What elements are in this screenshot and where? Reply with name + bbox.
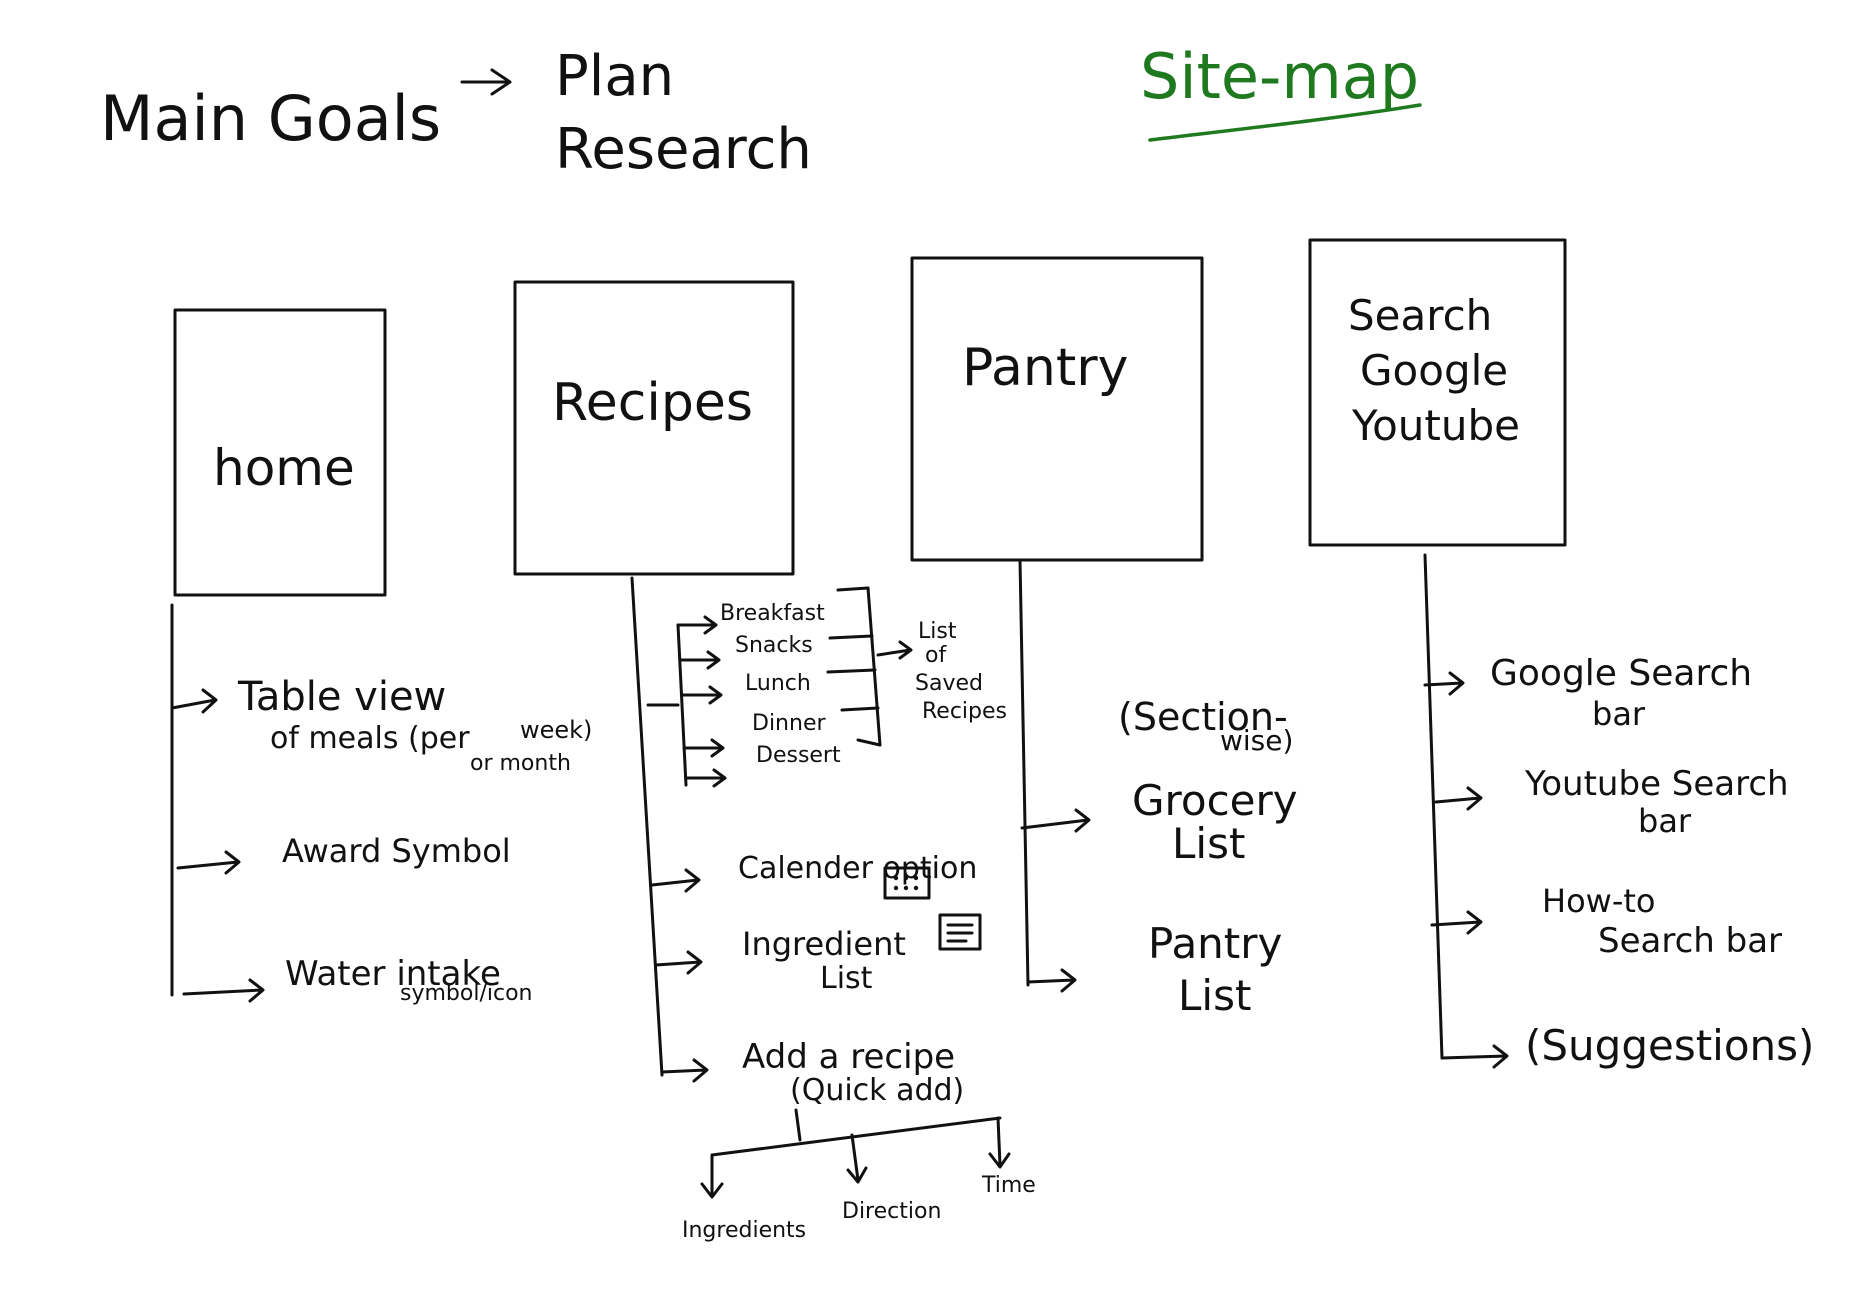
meals-to-saved-arrow [876,640,913,660]
home-arrow-table [170,688,218,714]
search-title-line2: Google [1360,346,1508,395]
search-arrow-youtube [1434,786,1483,811]
pantry-list-line2: List [1178,971,1251,1020]
pantry-grocery-line2: List [1172,819,1245,868]
pantry-grocery-line1: Grocery [1132,776,1298,825]
recipes-add-line1: Add a recipe [742,1037,955,1077]
search-title-line1: Search [1348,291,1492,340]
meal-tick-lunch [680,668,877,705]
recipes-trunk [630,576,664,1077]
search-arrow-howto [1430,910,1483,935]
meal-tick-breakfast [676,586,870,635]
saved-recipes-line2: of [925,643,947,668]
home-arrow-water [182,978,265,1003]
home-title: home [213,439,355,497]
add-child-ingredients: Ingredients [682,1218,806,1243]
home-table-view-line3: week) [520,716,592,744]
home-box [173,308,387,597]
add-children-connector [700,1108,1011,1199]
search-youtube-line1: Youtube Search [1524,764,1789,804]
home-award: Award Symbol [282,832,511,870]
meal-breakfast: Breakfast [720,601,825,626]
search-howto-line1: How-to [1542,882,1655,920]
pantry-list-line1: Pantry [1148,919,1282,968]
meal-dessert: Dessert [756,743,841,768]
saved-recipes-line3: Saved [915,671,983,696]
search-google-line2: bar [1592,695,1646,733]
pantry-trunk [1018,558,1030,987]
search-trunk [1423,553,1444,1060]
pantry-section-line1: (Section- [1118,695,1288,739]
search-box [1308,238,1567,547]
pantry-box [910,256,1204,562]
meal-tick-dessert [684,738,882,788]
search-youtube-line2: bar [1638,802,1692,840]
home-table-view-line1: Table view [237,674,446,720]
pantry-arrow-grocery [1020,808,1091,833]
recipes-box [513,280,795,576]
calendar-icon [883,866,931,900]
pantry-title: Pantry [962,338,1128,398]
pantry-section-line2: wise) [1220,724,1293,757]
recipes-arrow-calendar [650,868,701,893]
recipes-arrow-ingredient [654,950,703,975]
site-map-title: Site-map [1140,40,1419,113]
goal-research: Research [555,117,812,182]
add-child-direction: Direction [842,1199,941,1224]
add-child-time: Time [981,1173,1036,1198]
recipes-arrow-add [660,1058,709,1083]
search-arrow-google [1423,671,1465,696]
goals-arrow [460,68,512,96]
main-goals-label: Main Goals [100,82,441,155]
meal-tick-snacks [678,634,874,670]
recipes-ingredient-line1: Ingredient [742,925,906,963]
saved-recipes-line1: List [918,619,957,644]
search-arrow-suggestions [1440,1044,1509,1069]
home-table-view-line2: of meals (per [270,721,470,756]
goal-plan: Plan [555,44,674,109]
pantry-arrow-list [1026,968,1077,993]
recipes-title: Recipes [552,373,753,433]
search-suggestions: (Suggestions) [1525,1021,1814,1070]
saved-recipes-line4: Recipes [922,699,1007,724]
recipes-calendar-option: Calender option [738,851,977,886]
title-underline [1148,103,1422,142]
meal-tick-dinner [682,706,880,758]
recipes-ingredient-line2: List [820,961,873,996]
list-icon [938,913,982,951]
search-howto-line2: Search bar [1598,921,1782,961]
recipes-add-line2: (Quick add) [790,1073,964,1108]
search-google-line1: Google Search [1490,653,1752,694]
meals-left-bar [676,623,688,787]
search-title-line3: Youtube [1351,401,1520,450]
home-arrow-award [176,850,241,875]
home-water-line2: symbol/icon [400,981,532,1006]
meal-lunch: Lunch [745,671,811,696]
home-table-view-line4: or month [470,751,571,776]
home-water-line1: Water intake [285,954,501,994]
meal-snacks: Snacks [735,633,813,658]
meals-right-bar [866,586,882,747]
meal-dinner: Dinner [752,711,826,736]
